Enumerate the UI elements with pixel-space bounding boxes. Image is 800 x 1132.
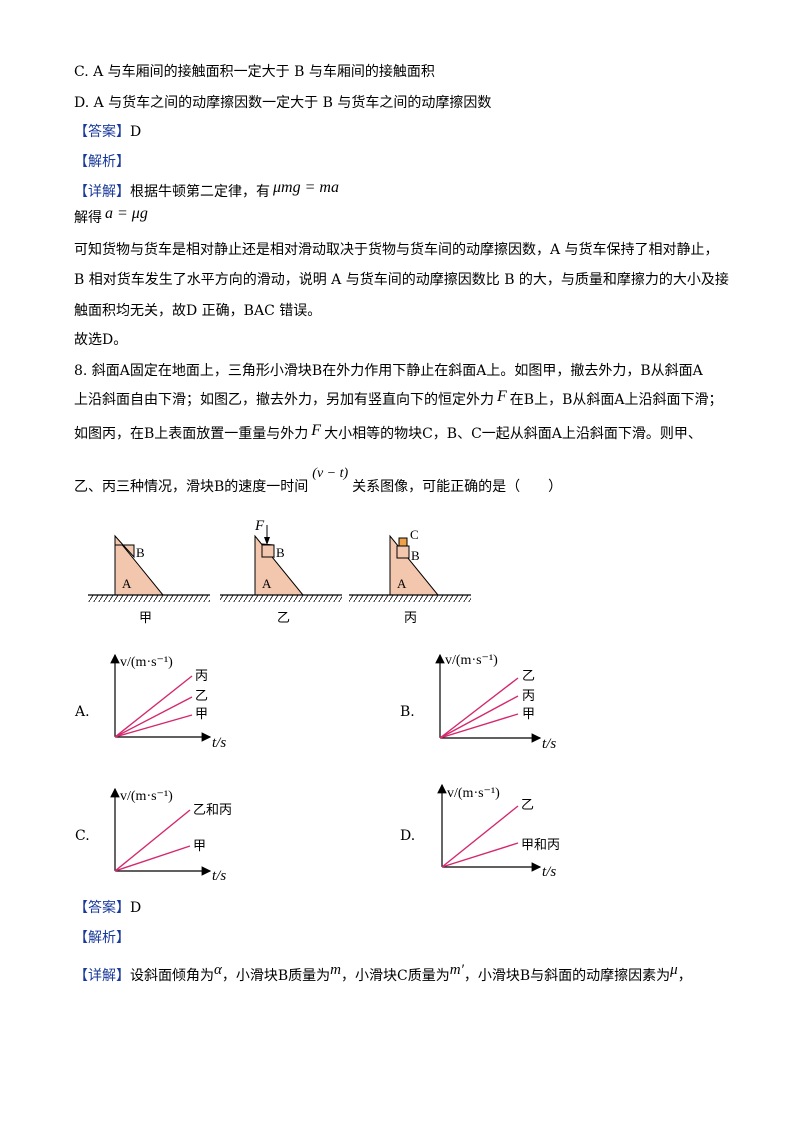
option-d-text: D. A 与货车之间的动摩擦因数一定大于 B 与货车之间的动摩擦因数: [74, 95, 492, 111]
analysis-tag-1: 【解析】: [74, 154, 130, 170]
line-jia: [114, 714, 193, 738]
line-jia: [114, 845, 191, 872]
answer-value: D: [130, 124, 142, 140]
x-axis-label: t/s: [212, 735, 226, 751]
vt-notation: (v − t): [312, 466, 349, 481]
x-axis-label: t/s: [212, 868, 226, 884]
m-symbol: m: [330, 962, 342, 978]
question-8-line-1: 8. 斜面A固定在地面上，三角形小滑块B在外力作用下静止在斜面A上。如图甲，撤去…: [74, 363, 703, 379]
label-b: B: [136, 545, 145, 560]
svg-text:乙: 乙: [521, 797, 534, 812]
line-bing: [114, 675, 193, 738]
line-yi: [441, 805, 519, 868]
answer-tag: 【答案】: [74, 124, 130, 140]
option-d-letter: D.: [400, 828, 416, 844]
graph-c: v/(m·s⁻¹) t/s 乙和丙 甲: [110, 787, 232, 884]
alpha-symbol: α: [214, 962, 222, 978]
detail-2: 【详解】设斜面倾角为α，小滑块B质量为m，小滑块C质量为m′，小滑块B与斜面的动…: [74, 962, 692, 984]
graph-a: v/(m·s⁻¹) t/s 丙 乙 甲: [110, 653, 226, 751]
ground: [88, 595, 210, 602]
analysis-tag-2: 【解析】: [74, 930, 130, 946]
label-c: C: [410, 527, 419, 542]
line-jia: [439, 713, 519, 739]
formula-accel: a = μg: [105, 205, 148, 222]
figure-bing: C A B 丙: [349, 527, 471, 625]
formula-newton: μmg = ma: [273, 179, 339, 196]
option-b-letter: B.: [400, 704, 415, 720]
y-axis-label: v/(m·s⁻¹): [120, 789, 173, 804]
para-2: B 相对货车发生了水平方向的滑动，说明 A 与货车间的动摩擦因数比 B 的大，与…: [74, 272, 729, 288]
svg-text:甲: 甲: [195, 706, 208, 721]
x-axis-label: t/s: [542, 864, 556, 880]
option-a-letter: A.: [75, 704, 90, 720]
block-c: [398, 537, 408, 547]
mu-symbol: μ: [670, 962, 678, 978]
block-b: [114, 534, 135, 559]
y-axis-label: v/(m·s⁻¹): [447, 786, 500, 801]
graph-b: v/(m·s⁻¹) t/s 乙 丙 甲: [435, 653, 556, 752]
caption-jia: 甲: [139, 610, 152, 625]
graph-d: v/(m·s⁻¹) t/s 乙 甲和丙: [437, 783, 560, 880]
label-b: B: [411, 548, 420, 563]
svg-text:乙: 乙: [522, 668, 535, 683]
ground: [220, 595, 342, 602]
question-8-line-4: 乙、丙三种情况，滑块B的速度一时间(v − t)关系图像，可能正确的是（ ）: [74, 466, 563, 495]
y-axis-label: v/(m·s⁻¹): [120, 655, 173, 670]
figure-yi: F A B 乙: [220, 518, 342, 625]
svg-text:乙和丙: 乙和丙: [193, 802, 232, 817]
para-1: 可知货物与货车是相对静止还是相对滑动取决于货物与货车间的动摩擦因数，A 与货车保…: [74, 242, 719, 258]
svg-text:甲和丙: 甲和丙: [521, 837, 560, 852]
label-a: A: [122, 576, 132, 591]
block-b: [261, 544, 275, 558]
para-3: 触面积均无关，故D 正确，BAC 错误。: [74, 303, 322, 319]
answer-2: 【答案】D: [74, 900, 142, 916]
mprime-symbol: m′: [449, 962, 464, 978]
line-yi-bing: [114, 809, 191, 872]
label-a: A: [397, 576, 407, 591]
svg-text:甲: 甲: [522, 706, 535, 721]
ground: [349, 595, 471, 602]
option-c-letter: C.: [75, 828, 90, 844]
label-a: A: [262, 576, 272, 591]
caption-yi: 乙: [277, 610, 290, 625]
line-yi: [114, 696, 193, 738]
svg-text:乙: 乙: [195, 688, 208, 703]
detail-tag: 【详解】: [74, 184, 130, 200]
line-bing: [439, 695, 519, 739]
option-c-text: C. A 与车厢间的接触面积一定大于 B 与车厢间的接触面积: [74, 64, 435, 80]
caption-bing: 丙: [404, 610, 417, 625]
svg-text:丙: 丙: [522, 688, 535, 703]
x-axis-label: t/s: [542, 736, 556, 752]
para-4: 故选D。: [74, 332, 128, 348]
label-f: F: [254, 518, 265, 534]
answer-1: 【答案】D: [74, 122, 141, 142]
svg-text:丙: 丙: [195, 668, 208, 683]
label-b: B: [276, 545, 285, 560]
y-axis-label: v/(m·s⁻¹): [445, 653, 498, 668]
svg-text:甲: 甲: [193, 838, 206, 853]
line-yi: [439, 677, 519, 739]
line-jia-bing: [441, 842, 519, 868]
figure-jia: A B 甲: [88, 534, 210, 625]
